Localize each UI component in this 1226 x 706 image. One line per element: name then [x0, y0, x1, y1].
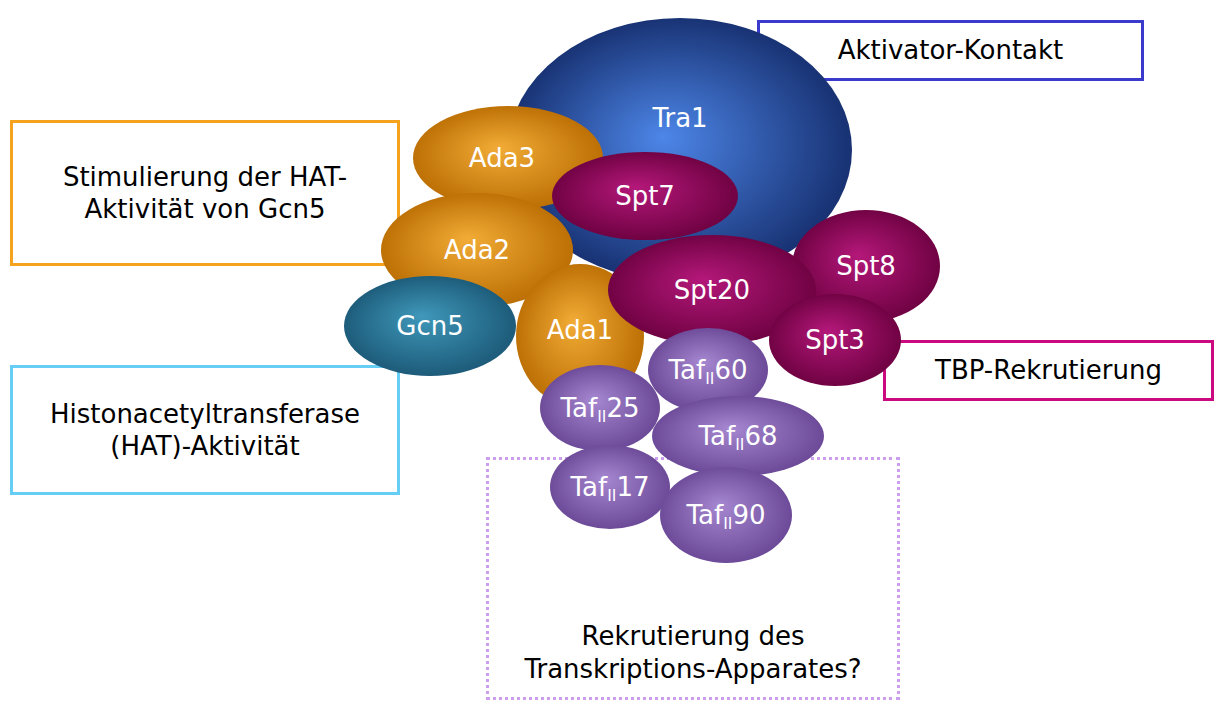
protein-subunit: TafII68	[652, 396, 824, 476]
subunit-name: Spt20	[674, 274, 750, 307]
function-label: Stimulierung der HAT-Aktivität von Gcn5	[27, 161, 383, 226]
function-label: Aktivator-Kontakt	[838, 34, 1064, 67]
protein-subunit: TafII25	[540, 365, 660, 451]
subunit-name: TafII60	[669, 354, 748, 387]
protein-subunit: Spt7	[552, 152, 738, 240]
subunit-name: Ada3	[469, 142, 535, 175]
protein-subunit: TafII90	[660, 467, 792, 563]
subunit-name: Spt3	[805, 324, 865, 357]
ellipse-fill	[344, 276, 516, 376]
subunit-name: TafII68	[699, 420, 778, 453]
subunit-name: TafII90	[687, 499, 766, 532]
ellipse-fill	[769, 294, 901, 386]
ellipse-fill	[540, 365, 660, 451]
function-label: Histonacetyltransferase (HAT)-Aktivität	[27, 398, 383, 463]
ellipse-fill	[660, 467, 792, 563]
function-box: Histonacetyltransferase (HAT)-Aktivität	[10, 365, 400, 495]
ellipse-fill	[652, 396, 824, 476]
subunit-name: Spt7	[615, 180, 675, 213]
function-box: Stimulierung der HAT-Aktivität von Gcn5	[10, 120, 400, 266]
protein-subunit: TafII17	[550, 445, 670, 529]
subunit-name: TafII25	[561, 392, 640, 425]
subunit-name: Ada2	[444, 234, 510, 267]
subunit-name: TafII17	[571, 471, 650, 504]
subunit-name: Ada1	[547, 314, 613, 347]
subunit-name: Gcn5	[396, 310, 463, 343]
ellipse-fill	[552, 152, 738, 240]
function-label: Rekrutierung des Transkriptions-Apparate…	[503, 620, 883, 685]
function-box: TBP-Rekrutierung	[883, 340, 1214, 401]
protein-subunit: Spt3	[769, 294, 901, 386]
protein-subunit: Gcn5	[344, 276, 516, 376]
function-label: TBP-Rekrutierung	[935, 354, 1162, 387]
subunit-name: Spt8	[836, 250, 896, 283]
ellipse-fill	[550, 445, 670, 529]
subunit-name: Tra1	[652, 102, 707, 135]
